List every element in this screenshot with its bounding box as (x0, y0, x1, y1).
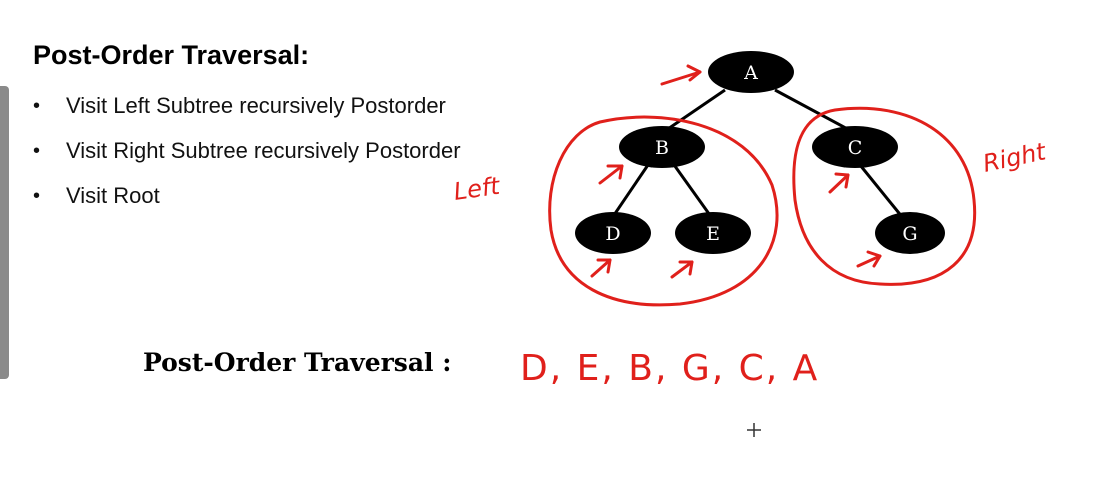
arrow-to-d-icon (590, 258, 612, 278)
edge-c-g (854, 159, 905, 219)
node-g-label: G (902, 223, 917, 245)
left-subtree-circle (548, 115, 779, 307)
right-subtree-circle (792, 106, 977, 286)
bullet-visit-right: Visit Right Subtree recursively Postorde… (33, 136, 461, 181)
bullet-visit-root: Visit Root (33, 181, 461, 226)
edge-a-c (774, 88, 856, 135)
edge-b-e (670, 161, 714, 219)
result-label: Post-Order Traversal : (143, 348, 452, 377)
annotation-left: Left (452, 172, 503, 206)
arrow-to-b-icon (598, 164, 624, 185)
node-d-label: D (605, 223, 620, 245)
tree-edges (610, 88, 905, 219)
node-b-label: B (655, 137, 669, 159)
node-b: B (619, 126, 705, 168)
edge-a-b (661, 88, 726, 135)
annotation-right: Right (980, 137, 1049, 178)
node-g: G (875, 212, 945, 254)
arrow-to-g-icon (856, 250, 882, 268)
node-e-label: E (706, 223, 720, 245)
node-a-label: A (743, 62, 758, 84)
node-a: A (708, 51, 794, 93)
edge-b-d (610, 161, 652, 219)
crosshair-cursor-icon (747, 423, 761, 437)
bullet-visit-left: Visit Left Subtree recursively Postorder (33, 91, 461, 136)
node-d: D (575, 212, 651, 254)
arrows (590, 64, 882, 279)
arrow-to-a-icon (660, 64, 702, 86)
left-panel-edge (0, 86, 9, 379)
arrow-to-c-icon (828, 172, 850, 194)
bullet-list: Visit Left Subtree recursively Postorder… (33, 91, 461, 226)
node-c-label: C (848, 137, 863, 159)
slide-title: Post-Order Traversal: (33, 40, 310, 70)
node-c: C (812, 126, 898, 168)
arrow-to-e-icon (670, 260, 694, 279)
node-e: E (675, 212, 751, 254)
result-sequence: D, E, B, G, C, A (520, 348, 819, 389)
